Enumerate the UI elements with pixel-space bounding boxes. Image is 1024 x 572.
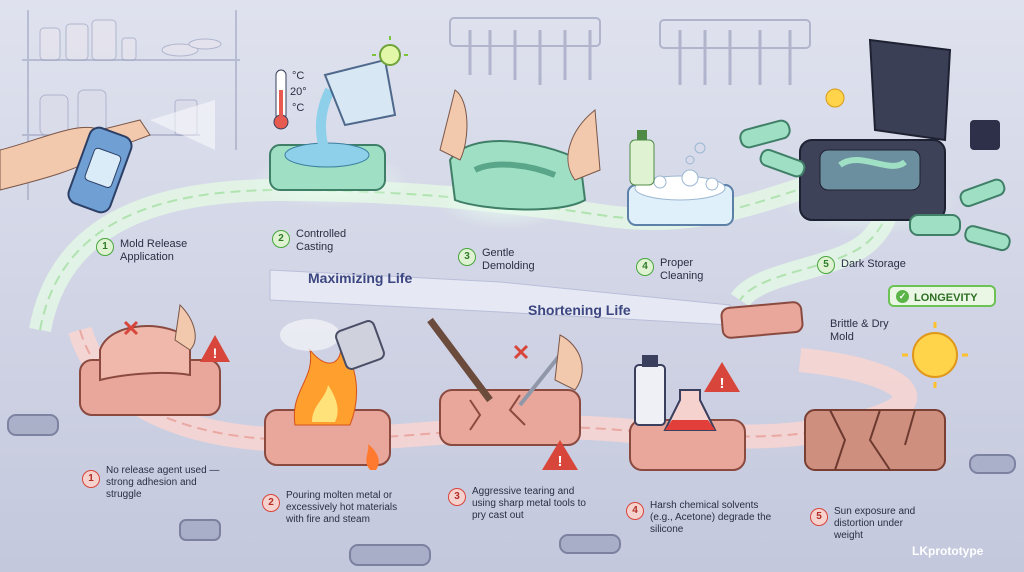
- moon-icon: [970, 120, 1000, 150]
- spray-can-illustration: [0, 100, 215, 214]
- check-icon: ✓: [896, 290, 909, 303]
- thermometer-unit-top: °C: [292, 70, 305, 82]
- svg-text:!: !: [213, 345, 218, 361]
- bad-step-4-number: 4: [626, 502, 644, 520]
- banner-shortening-life: Shortening Life: [528, 302, 631, 318]
- bad-step-1-label: No release agent used — strong adhesion …: [106, 465, 220, 500]
- grey-parts: [7, 414, 1016, 566]
- good-step-1-number: 1: [96, 238, 114, 256]
- brittle-mold-illustration: [720, 301, 804, 339]
- banner-maximizing-life: Maximizing Life: [308, 270, 413, 286]
- warning-icon-1: !: [200, 335, 230, 362]
- good-step-4-label: Proper Cleaning: [660, 257, 704, 282]
- sun-icon-small: [825, 88, 845, 108]
- bottles-on-shelf: [39, 19, 222, 136]
- brittle-mold-label: Brittle & Dry Mold: [830, 318, 889, 343]
- good-step-5-label: Dark Storage: [841, 258, 906, 270]
- bad-step-5-label: Sun exposure and distortion under weight: [834, 506, 916, 541]
- bad-step-3-label: Aggressive tearing and using sharp metal…: [472, 486, 586, 521]
- x-mark-icon-1: [123, 320, 139, 336]
- good-step-4-number: 4: [636, 258, 654, 276]
- demolding-illustration: [435, 89, 601, 230]
- storage-box-illustration: [780, 38, 960, 235]
- brand-logo: LKprototype: [912, 544, 984, 558]
- good-step-2-label: Controlled Casting: [296, 228, 347, 253]
- lightbulb-icon: [372, 36, 408, 66]
- thermometer-icon: [273, 69, 289, 130]
- green-parts: [739, 119, 1011, 252]
- good-step-1-label: Mold Release Application: [120, 238, 188, 263]
- good-step-3-number: 3: [458, 248, 476, 266]
- sun-icon-large: [902, 322, 968, 388]
- bad-step-3-number: 3: [448, 488, 466, 506]
- bad-step-5-number: 5: [810, 508, 828, 526]
- bad-step-1-number: 1: [82, 470, 100, 488]
- svg-text:!: !: [558, 453, 563, 470]
- thermometer-unit-bottom: °C: [292, 102, 305, 114]
- tool-rack: [449, 17, 811, 85]
- warning-icon-4: !: [704, 362, 740, 392]
- good-step-2-number: 2: [272, 230, 290, 248]
- casting-illustration: [250, 58, 410, 208]
- bad-step-2-number: 2: [262, 494, 280, 512]
- svg-text:!: !: [720, 375, 725, 392]
- fire-icon-small: [366, 444, 379, 470]
- good-step-3-label: Gentle Demolding: [482, 247, 535, 272]
- longevity-label: LONGEVITY: [914, 292, 978, 304]
- stuck-mold-illustration: [79, 303, 221, 416]
- longevity-badge: ✓ LONGEVITY: [888, 285, 996, 307]
- thermometer-value: 20°: [290, 86, 307, 98]
- bad-step-2-label: Pouring molten metal or excessively hot …: [286, 490, 398, 525]
- broken-mold-illustration: [804, 409, 946, 471]
- bad-step-4-label: Harsh chemical solvents (e.g., Acetone) …: [650, 500, 772, 535]
- chemical-illustration: [629, 355, 746, 471]
- fire-mold-illustration: [264, 319, 391, 466]
- x-mark-icon-3: [513, 344, 529, 360]
- tearing-illustration: [427, 317, 583, 446]
- good-step-5-number: 5: [817, 256, 835, 274]
- warning-icon-3: !: [542, 440, 578, 470]
- cleaning-illustration: [627, 130, 734, 226]
